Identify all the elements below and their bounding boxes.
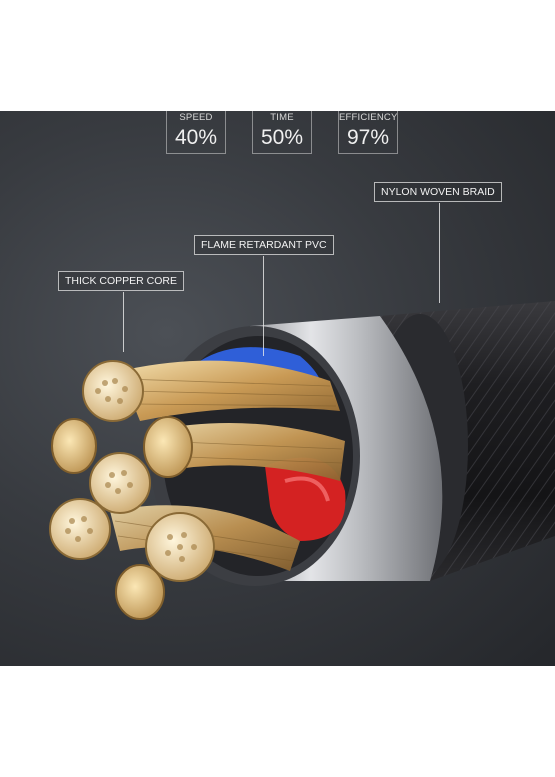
callout-flame-retardant-pvc: FLAME RETARDANT PVC [194, 235, 334, 255]
stat-value: 97% [346, 126, 390, 149]
leader-line-copper [123, 292, 124, 352]
stat-label: EFFICIENCY [339, 112, 398, 123]
product-photo: SPEED 40% TIME 50% EFFICIENCY 97% NYLON … [0, 111, 555, 666]
copper-pin-left [51, 418, 97, 474]
stat-speed: SPEED 40% [166, 111, 226, 154]
strand-bundle-left [49, 498, 111, 560]
stat-label: TIME [270, 112, 294, 123]
stat-label: SPEED [179, 112, 213, 123]
callout-copper-core: THICK COPPER CORE [58, 271, 185, 291]
cable-illustration [49, 301, 555, 620]
stat-value: 40% [174, 126, 218, 149]
leader-line-pvc [263, 256, 264, 356]
stat-efficiency: EFFICIENCY 97% [338, 111, 398, 154]
copper-pin-bottom [115, 564, 165, 620]
leader-line-nylon [439, 203, 440, 303]
copper-pin-right [143, 416, 193, 478]
strand-bundle-top [82, 360, 144, 422]
stat-value: 50% [260, 126, 304, 149]
strand-bundle-middle [89, 452, 151, 514]
stat-time: TIME 50% [252, 111, 312, 154]
callout-nylon-braid: NYLON WOVEN BRAID [374, 182, 502, 202]
